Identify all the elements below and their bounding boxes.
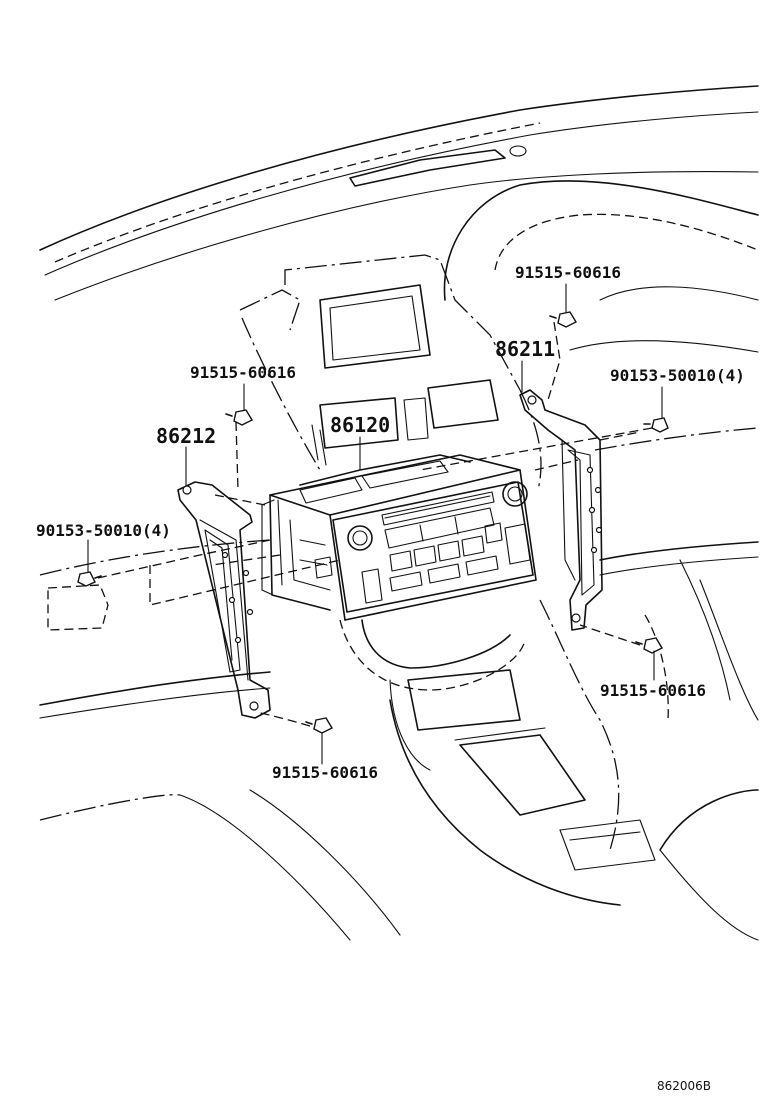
callout-90153-50010-right: 90153-50010(4) <box>610 366 745 385</box>
callout-91515-60616-top-left: 91515-60616 <box>190 363 296 382</box>
bolt-left <box>77 571 102 587</box>
callout-86212: 86212 <box>156 424 216 448</box>
dashboard-outline <box>39 85 759 941</box>
alignment-lines <box>97 321 653 727</box>
screw-lower-left <box>305 717 333 734</box>
center-console <box>239 254 759 941</box>
leader-lines <box>87 283 663 765</box>
callout-91515-60616-top-right: 91515-60616 <box>515 263 621 282</box>
callout-90153-50010-left: 90153-50010(4) <box>36 521 171 540</box>
callout-86120: 86120 <box>330 413 390 437</box>
figure-code: 862006B <box>657 1079 711 1093</box>
callout-91515-60616-lower-left: 91515-60616 <box>272 763 378 782</box>
screw-top-right <box>549 311 577 328</box>
callout-labels: 91515-60616 86211 90153-50010(4) 91515-6… <box>36 263 745 1093</box>
screw-top-left <box>225 409 253 426</box>
screw-lower-right <box>635 637 663 654</box>
right-bracket <box>519 389 603 631</box>
callout-86211: 86211 <box>495 337 555 361</box>
left-bracket <box>177 481 271 719</box>
callout-91515-60616-lower-right: 91515-60616 <box>600 681 706 700</box>
radio-head-unit <box>261 454 537 621</box>
bolt-right <box>643 417 669 433</box>
